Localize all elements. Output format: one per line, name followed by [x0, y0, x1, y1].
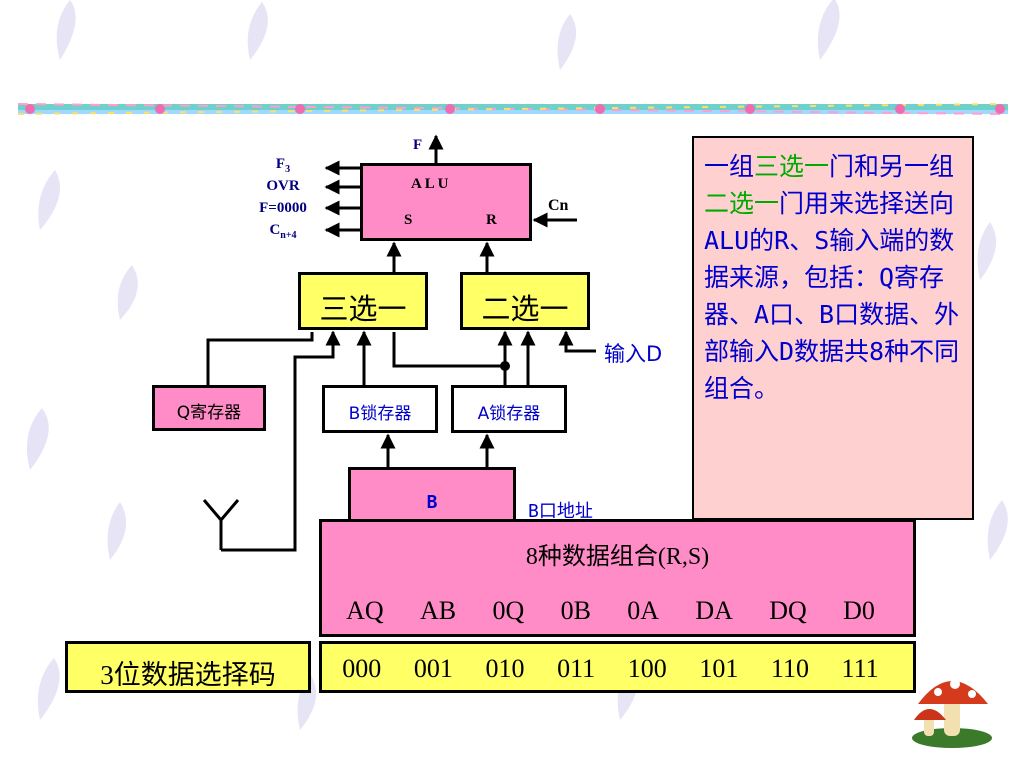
mushroom-icon — [912, 679, 992, 748]
combo-item: 0Q — [492, 596, 525, 625]
code-item: 100 — [627, 654, 667, 683]
combo-item: D0 — [843, 596, 875, 625]
selection-code-row: 000 001 010 011 100 101 110 111 — [326, 654, 895, 684]
wires — [206, 134, 596, 552]
junction-dot — [500, 361, 510, 371]
carry-in-label: Cn — [548, 197, 569, 214]
explanation-panel: 一组三选一门和另一组二选一门用来选择送向ALU的R、S输入端的数据来源，包括：Q… — [692, 136, 974, 520]
note-highlight-two-select: 二选一 — [704, 189, 780, 218]
b-latch-label: B锁存器 — [348, 404, 412, 424]
code-item: 011 — [557, 654, 596, 683]
two-select-mux: 二选一 — [460, 272, 590, 330]
note-part-5: 门用来选择送向ALU的R、S输入端的数据来源，包括：Q寄存器、A口、B口数据、外… — [704, 189, 960, 403]
note-part-3: 门和另一组 — [829, 152, 955, 181]
combo-item: 0A — [627, 596, 659, 625]
alu-port-s: S — [404, 212, 413, 228]
code-item: 000 — [342, 654, 382, 683]
input-d-label: 输入D — [604, 342, 663, 366]
combination-row: AQ AB 0Q 0B 0A DA DQ D0 — [328, 596, 893, 626]
q-register-label: Q寄存器 — [176, 403, 242, 423]
alu-block: A L U S R — [360, 163, 532, 241]
combo-item: DA — [695, 596, 733, 625]
combo-item: DQ — [769, 596, 807, 625]
y-splitter-symbol — [202, 499, 240, 550]
a-latch-label: A锁存器 — [477, 404, 541, 424]
flag-f3: F3 — [275, 156, 291, 175]
b-port-address-label: B口地址 — [528, 501, 593, 522]
alu-port-r: R — [486, 212, 497, 228]
b-latch: B锁存器 — [322, 385, 438, 433]
selection-code-label-box: 3位数据选择码 — [65, 641, 311, 693]
combo-item: AQ — [346, 596, 384, 625]
note-highlight-three-select: 三选一 — [754, 152, 830, 181]
alu-title: A L U — [411, 176, 449, 192]
explanation-text: 一组三选一门和另一组二选一门用来选择送向ALU的R、S输入端的数据来源，包括：Q… — [704, 148, 964, 407]
selection-code-values: 000 001 010 011 100 101 110 111 — [319, 641, 916, 693]
flag-carry-out: Cn+4 — [269, 222, 297, 241]
q-register: Q寄存器 — [152, 385, 266, 431]
register-file-label: B — [426, 492, 438, 513]
combo-item: 0B — [560, 596, 591, 625]
code-item: 001 — [413, 654, 453, 683]
flag-zero: F=0000 — [259, 200, 307, 216]
combo-item: AB — [420, 596, 457, 625]
combination-table: 8种数据组合(R,S) AQ AB 0Q 0B 0A DA DQ D0 — [319, 519, 916, 637]
three-select-label: 三选一 — [319, 292, 407, 326]
combination-title: 8种数据组合(R,S) — [525, 544, 710, 570]
alu-flags: F3 OVR F=0000 Cn+4 — [244, 157, 322, 245]
selection-code-label: 3位数据选择码 — [100, 660, 276, 690]
alu-output-label: F — [413, 137, 423, 153]
decorative-divider — [17, 103, 1009, 115]
flag-ovr: OVR — [266, 178, 300, 194]
a-latch: A锁存器 — [451, 385, 567, 433]
note-part-1: 一组 — [704, 152, 755, 181]
code-item: 111 — [841, 654, 879, 683]
code-item: 101 — [699, 654, 739, 683]
two-select-label: 二选一 — [481, 292, 569, 326]
three-select-mux: 三选一 — [298, 272, 428, 330]
code-item: 010 — [485, 654, 525, 683]
code-item: 110 — [770, 654, 809, 683]
